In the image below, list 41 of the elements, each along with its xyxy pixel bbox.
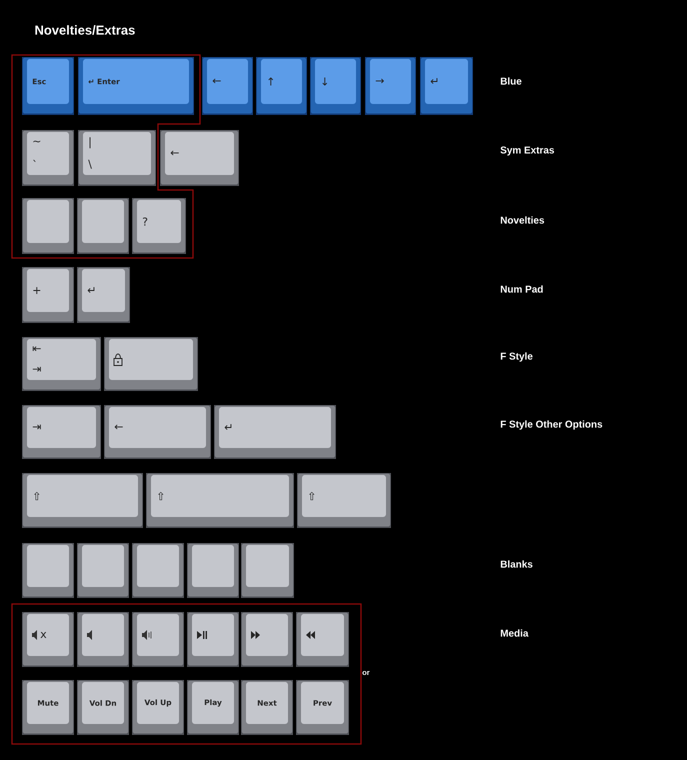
- row-label: Blanks: [500, 560, 532, 568]
- keycap: ⇧: [22, 473, 143, 528]
- keycap: | \: [78, 130, 156, 186]
- keycap: ↵: [77, 267, 130, 323]
- keycap: ←: [160, 130, 239, 186]
- keycap: ↵: [214, 405, 336, 459]
- keycap: →: [365, 57, 416, 115]
- keycap: ←: [202, 57, 253, 115]
- keycap: [77, 543, 129, 598]
- keycap: [296, 612, 349, 667]
- row-label: Media: [500, 629, 528, 637]
- row-label: Sym Extras: [500, 146, 554, 156]
- keycap: ←: [104, 405, 211, 459]
- keycap: ⇤ ⇥: [22, 337, 101, 391]
- keycap: ↓: [310, 57, 361, 115]
- row-label: Novelties: [500, 216, 544, 224]
- keycap: ⇧: [146, 473, 294, 528]
- keycap: [241, 612, 293, 667]
- row-label: Num Pad: [500, 285, 543, 293]
- keycap: [132, 543, 184, 598]
- row-label: Blue: [500, 77, 522, 85]
- keycap: ?: [132, 198, 186, 254]
- keycap: [77, 198, 129, 254]
- keycap: [241, 543, 294, 598]
- keycap: ~ `: [22, 130, 74, 186]
- keycap: ↵: [420, 57, 473, 115]
- keycap: [187, 543, 239, 598]
- row-label: F Style: [500, 352, 533, 362]
- keycap: [22, 198, 74, 254]
- keycap: [77, 612, 129, 667]
- title: Novelties/Extras: [35, 25, 135, 35]
- keycap: [187, 612, 239, 667]
- keycap: [132, 612, 184, 667]
- keycap: ⇥: [22, 405, 101, 459]
- keycap: [104, 337, 198, 391]
- row-label: F Style Other Options: [500, 420, 602, 430]
- keycap: ↑: [256, 57, 307, 115]
- keycap: [22, 543, 74, 598]
- keycap: +: [22, 267, 74, 323]
- keycap: x: [22, 612, 74, 667]
- keycap: ⇧: [297, 473, 391, 528]
